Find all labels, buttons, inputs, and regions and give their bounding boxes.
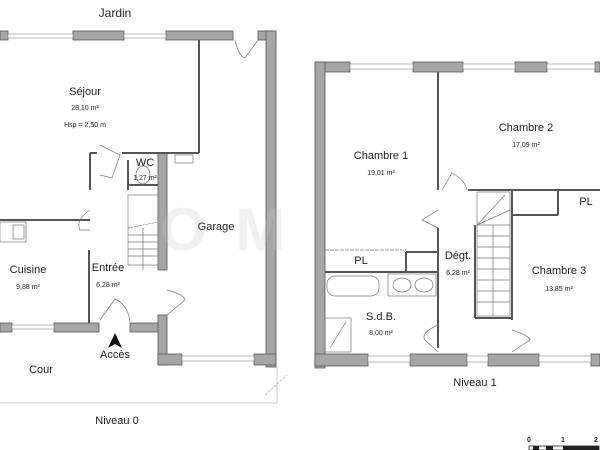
room-entree-area: 6,28 m² — [96, 282, 120, 289]
label-acces: Accès — [100, 349, 130, 361]
level0-fixtures — [0, 39, 288, 404]
room-garage-name: Garage — [197, 221, 235, 233]
room-sejour-area: 28,10 m² — [71, 105, 99, 112]
scale-tick-0: 0 — [527, 437, 531, 444]
room-pl1-name: PL — [354, 255, 368, 267]
access-arrow-icon — [108, 333, 122, 348]
level0-walls — [0, 30, 277, 368]
level1-caption: Niveau 1 — [453, 377, 497, 389]
room-entree-name: Entrée — [91, 262, 125, 274]
room-pl2-name: PL — [579, 196, 593, 208]
scale-tick-1: 1 — [561, 437, 565, 444]
level1-fixtures — [324, 172, 531, 353]
level0-windows — [7, 33, 255, 362]
room-sdb-name: S.d.B. — [366, 311, 396, 323]
scale-bar — [528, 445, 600, 450]
room-degt-area: 6,28 m² — [446, 270, 470, 277]
label-cour: Cour — [29, 364, 53, 376]
room-wc-area: 1,27 m² — [133, 175, 157, 182]
room-chambre3-area: 13,85 m² — [545, 286, 573, 293]
level0-caption: Niveau 0 — [95, 415, 139, 427]
room-cuisine-name: Cuisine — [9, 264, 47, 276]
room-chambre2-name: Chambre 2 — [498, 122, 554, 134]
level1-walls — [314, 61, 600, 369]
room-chambre1-area: 19,01 m² — [367, 170, 395, 177]
label-jardin: Jardin — [98, 6, 132, 20]
level0-partitions — [0, 40, 200, 323]
room-degt-name: Dégt. — [444, 250, 472, 262]
room-chambre3-name: Chambre 3 — [531, 265, 587, 277]
room-sejour-name: Séjour — [69, 86, 101, 98]
level1-windows — [349, 63, 596, 363]
room-cuisine-area: 9,88 m² — [16, 284, 40, 291]
room-chambre2-area: 17,09 m² — [512, 142, 540, 149]
room-chambre1-name: Chambre 1 — [353, 150, 409, 162]
room-sejour-height: Hsp = 2,50 m — [64, 122, 106, 129]
room-sdb-area: 8,00 m² — [369, 330, 393, 337]
room-wc-name: WC — [135, 157, 155, 169]
level1-partitions — [325, 72, 600, 348]
watermark: O M — [160, 196, 292, 263]
scale-tick-2: 2 — [594, 437, 598, 444]
